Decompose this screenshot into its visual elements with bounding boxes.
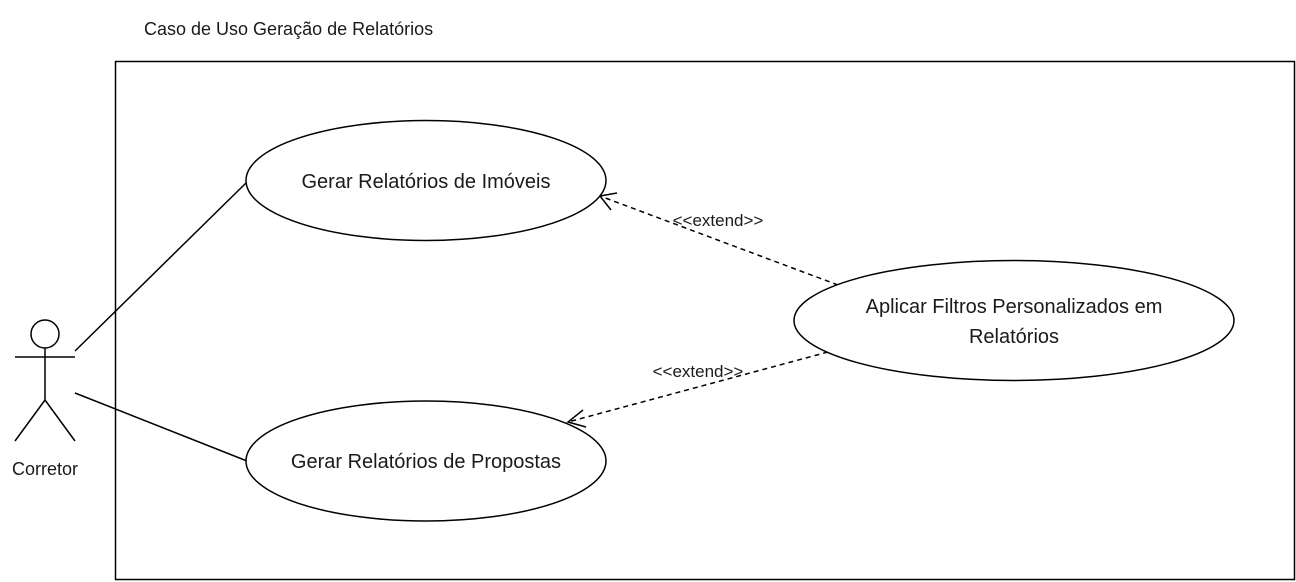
- actor-corretor[interactable]: Corretor: [12, 319, 78, 479]
- extend-line-uc3-uc1: [599, 195, 839, 286]
- use-case-label: Gerar Relatórios de Imóveis: [302, 171, 551, 193]
- use-case-ellipse: [245, 400, 607, 522]
- association-actor-uc1: [74, 181, 248, 352]
- diagram-title: Caso de Uso Geração de Relatórios: [144, 19, 434, 39]
- use-case-label: Gerar Relatórios de Propostas: [291, 451, 561, 473]
- actor-label: Corretor: [12, 459, 78, 479]
- extend-label-uc2: <<extend>>: [653, 362, 744, 381]
- use-case-label-line-1: Aplicar Filtros Personalizados em: [866, 296, 1163, 318]
- use-case-label-line-2: Relatórios: [969, 326, 1059, 348]
- extend-label-uc1: <<extend>>: [673, 211, 764, 230]
- association-actor-uc2: [74, 392, 248, 462]
- use-case-ellipse: [245, 119, 607, 242]
- actor-left-leg: [14, 399, 46, 442]
- actor-head: [30, 319, 60, 349]
- use-case-gerar-relatorios-imoveis[interactable]: Gerar Relatórios de Imóveis: [245, 119, 607, 242]
- use-case-ellipse: [793, 259, 1235, 382]
- use-case-aplicar-filtros[interactable]: Aplicar Filtros Personalizados em Relató…: [793, 259, 1235, 382]
- use-case-gerar-relatorios-propostas[interactable]: Gerar Relatórios de Propostas: [245, 400, 607, 522]
- extend-arrowhead-uc2: [566, 409, 587, 428]
- actor-right-leg: [44, 399, 76, 442]
